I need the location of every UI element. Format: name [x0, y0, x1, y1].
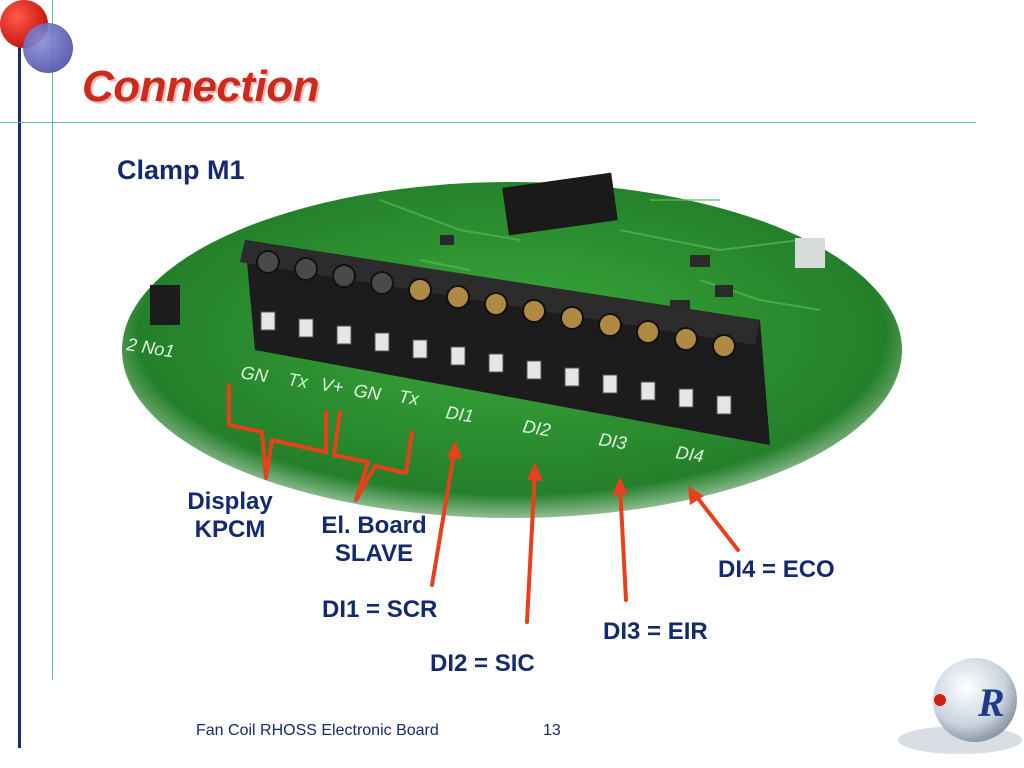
terminal-clamp	[602, 374, 618, 394]
pcb-label-tx2: Tx	[397, 386, 421, 409]
display-label-line2: KPCM	[194, 516, 266, 543]
arrow-di1	[430, 445, 457, 587]
display-label-line1: Display	[187, 488, 273, 515]
terminal-clamp	[640, 381, 656, 401]
di3-label: DI3 = EIR	[603, 618, 708, 645]
terminal-screw	[446, 285, 470, 309]
terminal-screw	[484, 292, 508, 316]
pcb-label-di2: DI2	[521, 416, 552, 440]
slide-subtitle: Clamp M1	[117, 155, 245, 185]
arrow-di4	[691, 490, 740, 552]
terminal-screw	[636, 320, 660, 344]
display-kpcm-label: Display KPCM	[172, 488, 288, 544]
terminal-clamp	[450, 346, 466, 366]
arrow-di2	[525, 468, 537, 624]
pcb-label-di4: DI4	[674, 442, 705, 466]
terminal-clamp	[488, 353, 504, 373]
terminal-clamp	[526, 360, 542, 380]
logo-letter: R	[977, 680, 1005, 725]
terminal-screw	[256, 250, 280, 274]
di1-label: DI1 = SCR	[322, 596, 438, 623]
di2-label: DI2 = SIC	[430, 650, 535, 677]
page-number: 13	[543, 722, 561, 739]
terminal-screw	[674, 327, 698, 351]
di4-label: DI4 = ECO	[718, 556, 835, 583]
terminal-clamp	[716, 395, 732, 415]
terminal-clamp	[412, 339, 428, 359]
terminal-screw	[408, 278, 432, 302]
board-label-line2: SLAVE	[334, 540, 414, 567]
pcb-label-tx1: Tx	[286, 369, 310, 392]
terminal-clamp	[564, 367, 580, 387]
el-board-slave-label: El. Board SLAVE	[308, 512, 440, 568]
terminal-screw	[712, 334, 736, 358]
footer-text: Fan Coil RHOSS Electronic Board	[196, 722, 439, 739]
board-label-line1: El. Board	[321, 512, 427, 539]
pcb-label-vplus: V+	[319, 374, 344, 397]
logo-sphere	[933, 658, 1017, 742]
chip	[502, 172, 618, 236]
terminal-clamp	[298, 318, 314, 338]
left-vertical-rule	[18, 44, 21, 748]
pcb-label-gn2: GN	[352, 380, 383, 404]
terminal-screw	[370, 271, 394, 295]
display-bracket	[227, 383, 328, 480]
terminal-clamp	[336, 325, 352, 345]
blue-circle	[23, 23, 73, 73]
terminal-screw	[294, 257, 318, 281]
arrow-di3	[618, 483, 628, 602]
second-vertical-rule	[52, 0, 53, 680]
terminal-clamp	[678, 388, 694, 408]
terminal-screw	[560, 306, 584, 330]
logo-red-dot	[934, 694, 946, 706]
terminal-clamp	[260, 311, 276, 331]
board-bracket	[332, 410, 414, 502]
pcb-label-di3: DI3	[597, 429, 628, 453]
slide-title: Connection	[82, 62, 319, 111]
terminal-screw	[598, 313, 622, 337]
terminal-clamp	[374, 332, 390, 352]
horizontal-rule	[0, 122, 976, 123]
pcb-label-di1: DI1	[444, 402, 475, 426]
terminal-screws	[256, 250, 736, 415]
pcb-label-gn1: GN	[239, 362, 270, 386]
terminal-screw	[332, 264, 356, 288]
terminal-screw	[522, 299, 546, 323]
